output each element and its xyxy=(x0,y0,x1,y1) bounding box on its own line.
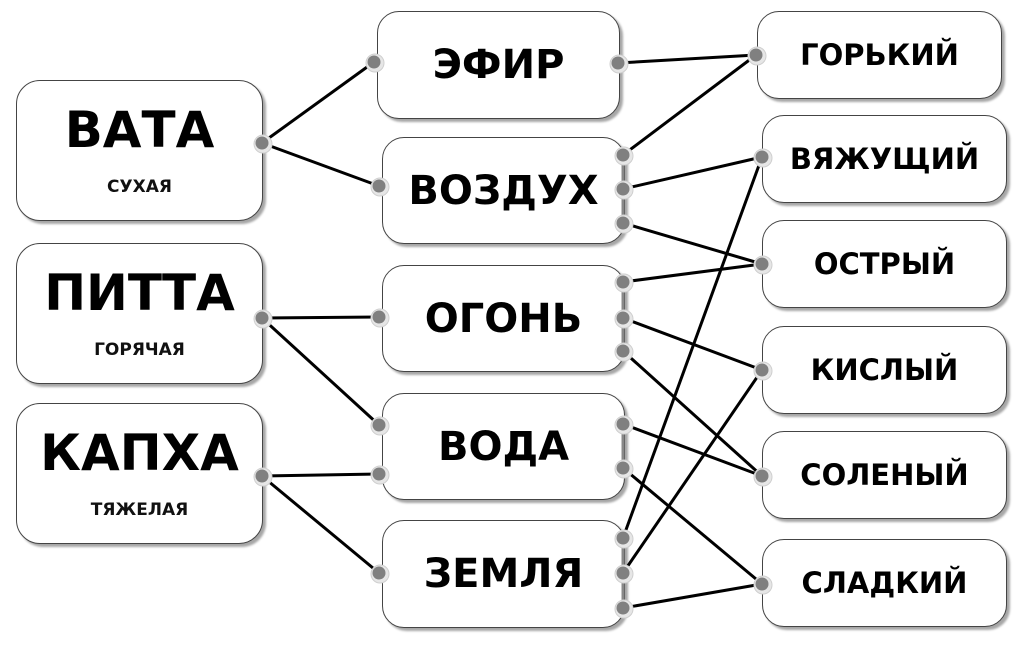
connector-node xyxy=(365,53,385,73)
taste-label: ОСТРЫЙ xyxy=(813,246,956,281)
connector-node xyxy=(370,465,390,485)
link-air-bitter xyxy=(622,53,757,157)
dosha-label: ВАТА xyxy=(64,100,215,159)
taste-label: КИСЛЫЙ xyxy=(810,352,959,387)
taste-astringent: ВЯЖУЩИЙ xyxy=(762,115,1007,203)
connector-node xyxy=(614,564,634,584)
link-pitta-fire xyxy=(261,315,380,320)
dosha-label: ПИТТА xyxy=(44,263,235,322)
connector-node xyxy=(753,575,773,595)
link-air-pungent xyxy=(622,221,763,266)
connector-node xyxy=(370,564,390,584)
dosha-vata: ВАТА СУХАЯ xyxy=(16,80,263,221)
taste-salty: СОЛЕНЫЙ xyxy=(762,431,1007,519)
dosha-quality: ГОРЯЧАЯ xyxy=(94,339,185,360)
connector-node xyxy=(753,361,773,381)
connector-node xyxy=(253,467,273,487)
connector-node xyxy=(753,255,773,275)
taste-label: СОЛЕНЫЙ xyxy=(800,457,969,492)
link-kapha-earth xyxy=(261,474,380,575)
taste-sweet: СЛАДКИЙ xyxy=(762,539,1007,627)
connector-node xyxy=(614,309,634,329)
connector-node xyxy=(614,459,634,479)
link-earth-sweet xyxy=(622,582,763,610)
element-fire: ОГОНЬ xyxy=(382,265,625,372)
element-label: ЭФИР xyxy=(432,42,565,88)
element-earth: ЗЕМЛЯ xyxy=(382,520,625,628)
connector-node xyxy=(614,342,634,362)
link-vata-air xyxy=(261,141,380,188)
element-water: ВОДА xyxy=(382,393,625,500)
link-water-salty xyxy=(622,422,763,478)
link-fire-salty xyxy=(621,349,764,478)
connector-node xyxy=(253,309,273,329)
connector-node xyxy=(614,599,634,619)
link-earth-sour xyxy=(621,369,764,574)
connector-node xyxy=(747,46,767,66)
connector-node xyxy=(614,146,634,166)
dosha-pitta: ПИТТА ГОРЯЧАЯ xyxy=(16,243,263,384)
connector-node xyxy=(614,415,634,435)
link-vata-ether xyxy=(261,60,375,145)
connector-node xyxy=(614,273,634,293)
element-label: ВОДА xyxy=(437,423,570,470)
taste-sour: КИСЛЫЙ xyxy=(762,326,1007,414)
element-label: ОГОНЬ xyxy=(424,295,583,342)
link-fire-pungent xyxy=(622,262,763,284)
connector-node xyxy=(370,308,390,328)
taste-label: ВЯЖУЩИЙ xyxy=(789,141,980,176)
link-pitta-water xyxy=(260,316,381,427)
connector-node xyxy=(753,467,773,487)
element-label: ВОЗДУХ xyxy=(408,167,599,214)
link-water-sweet xyxy=(622,466,763,586)
link-kapha-water xyxy=(261,472,380,478)
dosha-kapha: КАПХА ТЯЖЕЛАЯ xyxy=(16,403,263,544)
connector-node xyxy=(614,529,634,549)
connector-node xyxy=(370,177,390,197)
taste-label: ГОРЬКИЙ xyxy=(800,37,959,72)
element-ether: ЭФИР xyxy=(377,11,620,119)
taste-pungent: ОСТРЫЙ xyxy=(762,220,1007,308)
connector-node xyxy=(753,148,773,168)
dosha-quality: ТЯЖЕЛАЯ xyxy=(90,499,189,520)
link-air-astringent xyxy=(622,155,763,191)
connector-node xyxy=(370,416,390,436)
link-earth-astringent xyxy=(621,156,764,539)
taste-label: СЛАДКИЙ xyxy=(801,565,968,600)
connector-node xyxy=(614,180,634,200)
connector-node xyxy=(609,54,629,74)
dosha-quality: СУХАЯ xyxy=(107,176,172,197)
dosha-label: КАПХА xyxy=(40,423,239,482)
taste-bitter: ГОРЬКИЙ xyxy=(757,11,1002,99)
element-label: ЗЕМЛЯ xyxy=(423,551,584,597)
link-ether-bitter xyxy=(617,53,757,65)
connector-node xyxy=(614,214,634,234)
connector-node xyxy=(253,134,273,154)
element-air: ВОЗДУХ xyxy=(382,137,625,244)
